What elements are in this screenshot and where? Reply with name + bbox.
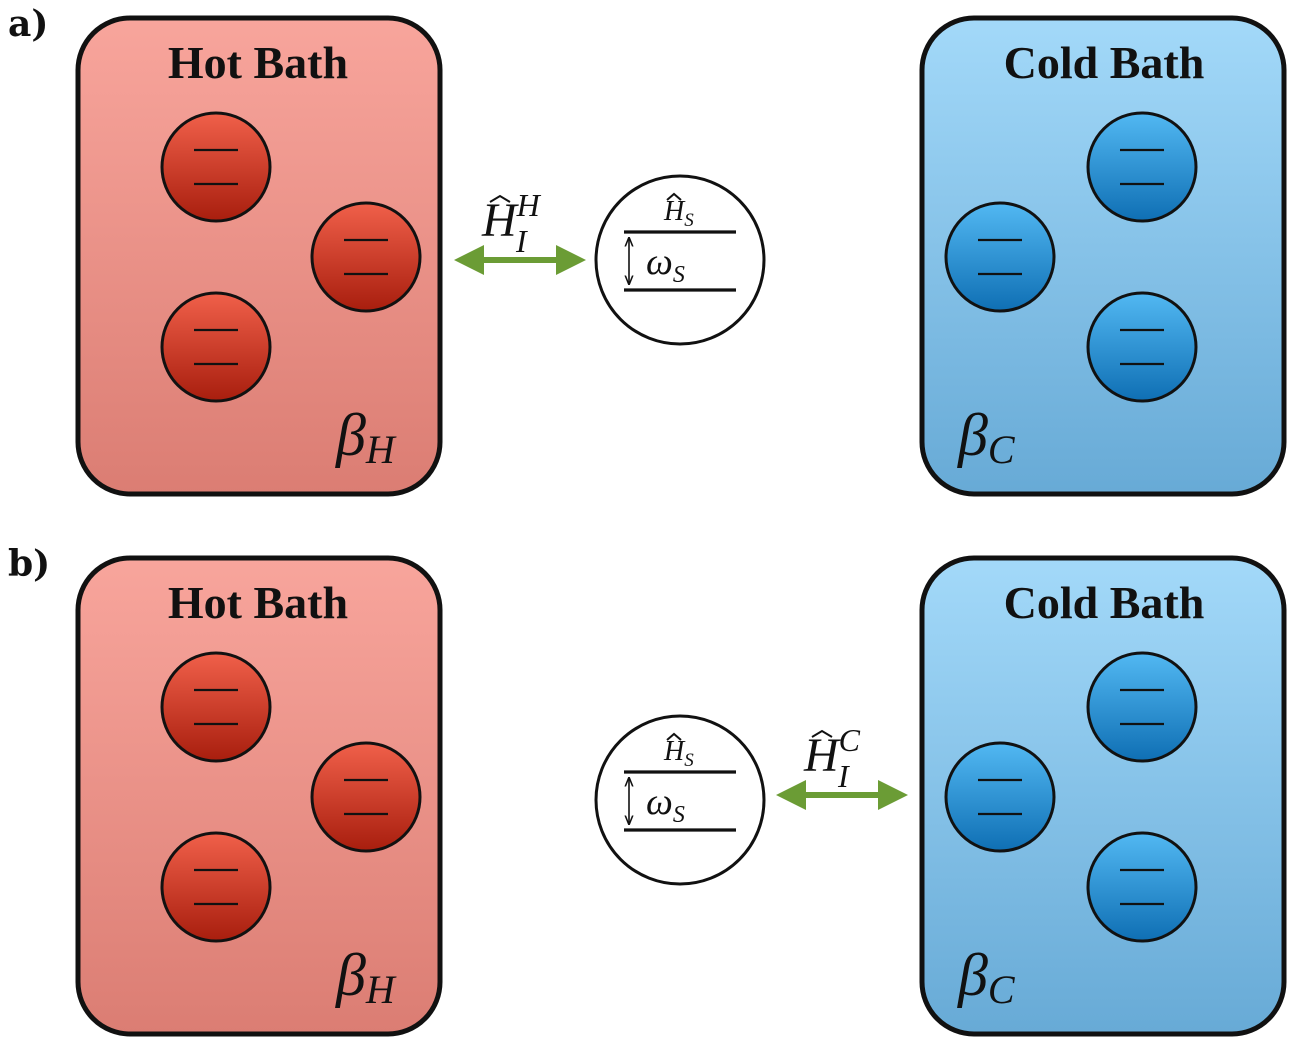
hot-particle	[310, 201, 422, 313]
hamiltonian-hat	[666, 192, 682, 201]
cold-bath-beta: βC	[957, 942, 1016, 1012]
hot-bath-title: Hot Bath	[168, 37, 348, 88]
two-level-system: HS ωS	[594, 714, 766, 886]
coupling-hat	[489, 194, 511, 203]
cold-particle	[1086, 291, 1198, 403]
hot-bath: Hot Bath βH	[75, 555, 443, 1037]
hot-particle-body	[160, 291, 272, 403]
hot-bath-beta: βH	[335, 402, 397, 472]
hot-particle-body	[310, 741, 422, 853]
coupling-hat	[811, 729, 833, 738]
cold-bath-title: Cold Bath	[1004, 37, 1205, 88]
two-level-system: HS ωS	[594, 174, 766, 346]
hot-particle-body	[160, 111, 272, 223]
gap-frequency: ωS	[646, 241, 685, 288]
gap-frequency: ωS	[646, 781, 685, 828]
hot-bath-beta: βH	[335, 942, 397, 1012]
cold-bath-box	[919, 555, 1287, 1037]
hot-particle	[310, 741, 422, 853]
cold-bath: Cold Bath βC	[919, 555, 1287, 1037]
panel-label: a)	[8, 3, 48, 45]
hot-bath: Hot Bath βH	[75, 15, 443, 497]
cold-particle-body	[944, 741, 1056, 853]
system-circle	[594, 714, 766, 886]
cold-particle	[1086, 651, 1198, 763]
hot-particle	[160, 831, 272, 943]
cold-bath: Cold Bath βC	[919, 15, 1287, 497]
system-circle	[594, 174, 766, 346]
cold-particle	[944, 201, 1056, 313]
cold-particle	[1086, 831, 1198, 943]
hot-particle-body	[310, 201, 422, 313]
hot-particle-body	[160, 831, 272, 943]
panel-label: b)	[8, 543, 50, 585]
hot-particle-body	[160, 651, 272, 763]
hot-particle	[160, 111, 272, 223]
system-hamiltonian: HS	[663, 196, 694, 231]
cold-particle-body	[944, 201, 1056, 313]
cold-particle-body	[1086, 291, 1198, 403]
cold-particle	[944, 741, 1056, 853]
hot-particle	[160, 291, 272, 403]
cold-bath-box	[919, 15, 1287, 497]
system-hamiltonian: HS	[663, 736, 694, 771]
hot-bath-title: Hot Bath	[168, 577, 348, 628]
cold-bath-beta: βC	[957, 402, 1016, 472]
cold-particle-body	[1086, 651, 1198, 763]
cold-particle-body	[1086, 831, 1198, 943]
hamiltonian-hat	[666, 732, 682, 741]
cold-particle-body	[1086, 111, 1198, 223]
cold-bath-title: Cold Bath	[1004, 577, 1205, 628]
cold-particle	[1086, 111, 1198, 223]
hot-particle	[160, 651, 272, 763]
